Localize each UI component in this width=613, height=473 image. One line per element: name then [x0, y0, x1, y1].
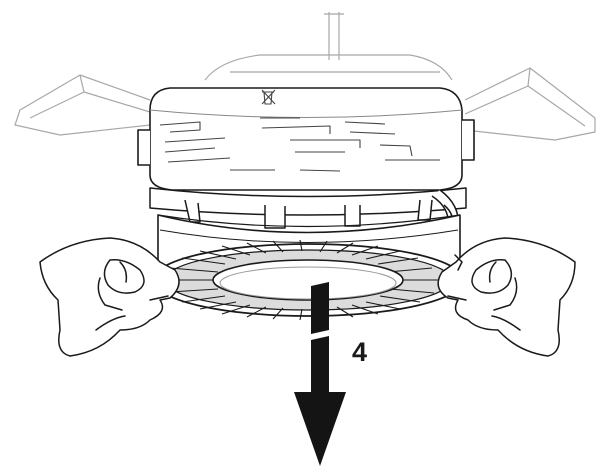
down-arrow-icon — [294, 282, 346, 466]
filter-ring-icon — [152, 214, 464, 321]
hood-unit-icon — [137, 87, 475, 191]
left-hand-icon — [39, 237, 180, 357]
housing-skirt — [149, 187, 467, 231]
right-hand-icon — [437, 237, 576, 357]
hood-background-sketch — [14, 12, 596, 141]
step-number-label: 4 — [352, 337, 367, 367]
